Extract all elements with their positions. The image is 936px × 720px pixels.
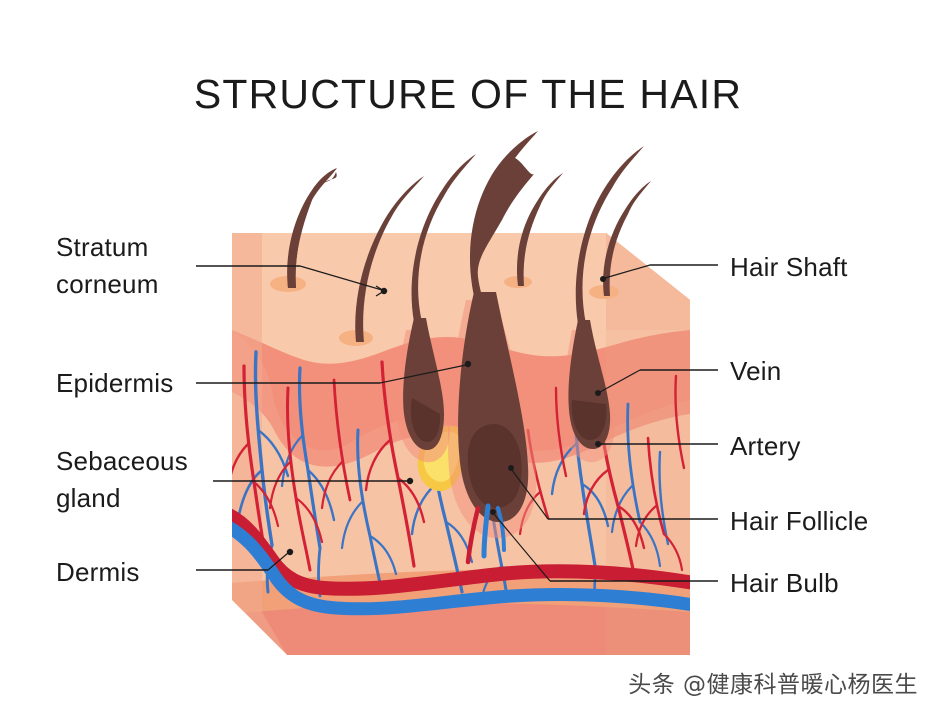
leader-dot-hair-follicle bbox=[508, 465, 514, 471]
hair-follicle-5 bbox=[562, 320, 615, 463]
leader-dot-dermis bbox=[286, 548, 294, 556]
artery-vessel bbox=[232, 505, 690, 596]
hair-shaft-5 bbox=[516, 173, 563, 286]
leader-dot-epidermis bbox=[464, 360, 472, 368]
leader-hair-bulb-angled bbox=[493, 513, 551, 582]
hair-bulb-4 bbox=[467, 424, 522, 508]
label-stratum-corneum-line1: Stratum bbox=[56, 232, 148, 262]
watermark-text: 头条 @健康科普暖心杨医生 bbox=[628, 672, 918, 698]
label-sebaceous-gland-line2: gland bbox=[56, 483, 121, 513]
bulb-vein bbox=[481, 503, 491, 559]
hair-follicles bbox=[270, 276, 619, 565]
hair-shaft-7 bbox=[603, 181, 651, 296]
hair-shaft-1b bbox=[287, 168, 337, 288]
left-labels: Stratum corneum Epidermis Sebaceous glan… bbox=[56, 232, 188, 587]
leader-vein-angled bbox=[599, 369, 641, 393]
hair-shafts bbox=[287, 131, 651, 342]
bulb-artery bbox=[465, 505, 481, 565]
label-hair-follicle: Hair Follicle bbox=[730, 506, 868, 536]
hair-shaft-6 bbox=[575, 146, 644, 324]
leader-hair-shaft-angled bbox=[604, 264, 651, 279]
leader-dot-sebaceous-gland bbox=[406, 477, 414, 485]
bottom-left-cut bbox=[232, 600, 287, 655]
vein-vessel bbox=[232, 517, 690, 616]
hair-shaft-4 bbox=[469, 131, 538, 296]
label-stratum-corneum-line2: corneum bbox=[56, 269, 159, 299]
hair-shaft-3 bbox=[411, 154, 476, 322]
leader-hair-follicle-angled bbox=[511, 469, 549, 520]
hair-bulb-3 bbox=[410, 398, 441, 443]
hair-bulb-5 bbox=[571, 400, 607, 440]
leader-stratum-corneum-angled bbox=[299, 265, 383, 291]
leader-lines bbox=[196, 264, 718, 582]
leader-dermis-angled bbox=[267, 552, 289, 571]
leader-arrow-stratum-corneum bbox=[375, 285, 386, 297]
leader-dot-artery bbox=[595, 441, 601, 447]
bulb-vein-2 bbox=[496, 506, 506, 552]
hair-shaft-2 bbox=[355, 176, 424, 342]
right-labels: Hair Shaft Vein Artery Hair Follicle Hai… bbox=[730, 252, 868, 598]
label-artery: Artery bbox=[730, 431, 801, 461]
label-vein: Vein bbox=[730, 356, 781, 386]
label-sebaceous-gland-line1: Sebaceous bbox=[56, 446, 188, 476]
main-vessels bbox=[232, 505, 690, 616]
label-hair-bulb: Hair Bulb bbox=[730, 568, 839, 598]
page-title: STRUCTURE OF THE HAIR bbox=[194, 71, 742, 117]
leader-dot-hair-shaft bbox=[600, 276, 606, 282]
leader-dot-vein bbox=[595, 390, 601, 396]
leader-epidermis-angled bbox=[379, 364, 467, 384]
label-dermis: Dermis bbox=[56, 557, 140, 587]
label-epidermis: Epidermis bbox=[56, 368, 173, 398]
right-face-epidermis bbox=[606, 233, 690, 330]
leader-dot-hair-bulb bbox=[490, 509, 496, 515]
label-hair-shaft: Hair Shaft bbox=[730, 252, 848, 282]
hair-follicle-3 bbox=[396, 318, 450, 463]
hair-follicle-4 bbox=[447, 292, 537, 565]
